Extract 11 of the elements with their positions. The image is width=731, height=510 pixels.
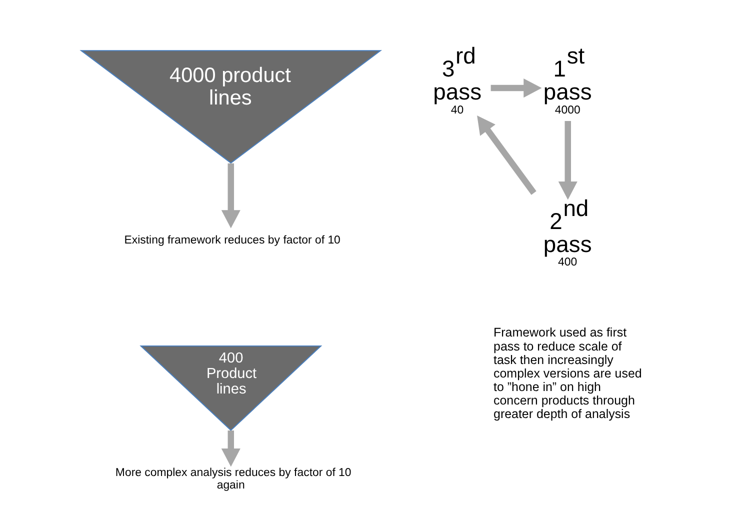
arrow xyxy=(220,430,240,466)
node-label: 40 xyxy=(450,104,464,116)
node-text: More complex analysis reduces by factor of 10 again xyxy=(114,466,351,491)
arrow xyxy=(476,115,536,194)
arrow xyxy=(490,78,542,98)
arrow xyxy=(558,120,577,200)
arrow xyxy=(220,162,240,228)
node-text: Existing framework reduces by factor of 10 xyxy=(124,234,340,246)
node-label: 400 xyxy=(558,256,577,268)
node-label: 4000 xyxy=(554,104,580,116)
label: Framework used as first pass to reduce scale of task then increasingly complex versions are used to ”hone in” on high concern products through greater depth of analysis xyxy=(493,325,642,420)
